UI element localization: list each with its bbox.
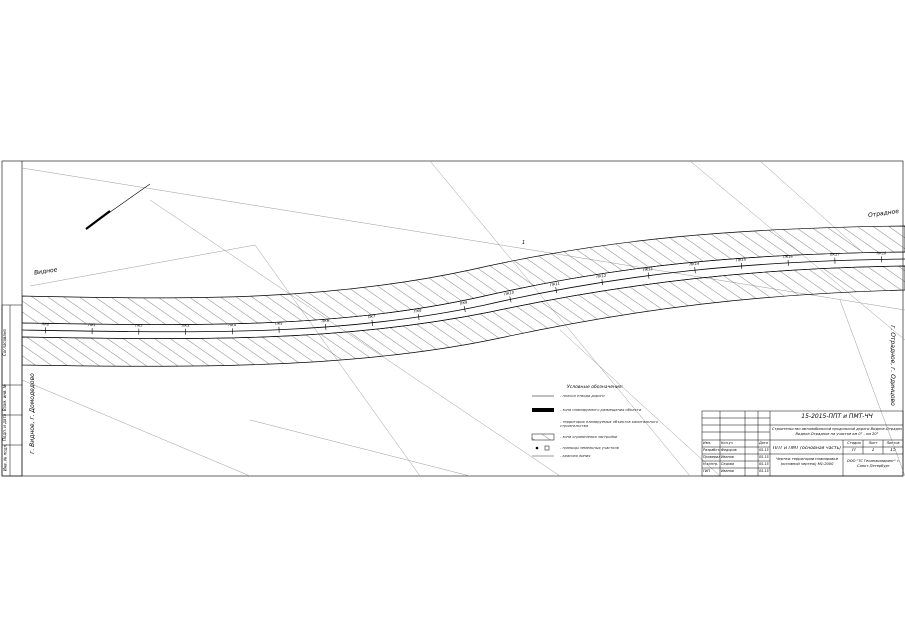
picket-tick xyxy=(555,287,558,294)
legend-item-4: - границы земельных участков xyxy=(560,446,619,450)
road-corridor xyxy=(22,225,905,367)
stamp-label-agreed: Согласовано xyxy=(1,329,7,356)
picket-label: ПК13 xyxy=(643,267,654,272)
signature-role: Изм. xyxy=(703,441,711,445)
picket-label: ПК4 xyxy=(228,323,236,327)
stage-value: П xyxy=(852,448,856,453)
signature-date: 05.15 xyxy=(759,469,769,473)
picket-label: ПК2 xyxy=(135,324,143,328)
picket-label: ПК9 xyxy=(459,300,468,305)
signature-name: Седова xyxy=(721,462,734,466)
picket-label: ПК14 xyxy=(689,262,700,267)
signature-name: Федоров xyxy=(721,448,737,452)
picket-label: ПК6 xyxy=(321,319,330,324)
legend-item-3: - зона ограничения застройки xyxy=(560,435,618,439)
signature-name: Иванов xyxy=(721,469,734,473)
part-title: ППТ и ПМТ (основная часть) xyxy=(772,446,842,451)
road-edge-upper xyxy=(22,251,905,325)
sheet-title: Чертеж территории планировки (основной ч… xyxy=(776,457,838,466)
sheet-header: Лист xyxy=(868,441,878,445)
picket-tick xyxy=(371,319,373,326)
signature-role: Проверил xyxy=(703,455,720,459)
company: ООО "ТС Геоинжиниринг" г. Санкт-Петербур… xyxy=(846,459,901,468)
signature-date: 05.15 xyxy=(759,448,769,452)
left-vertical-label: г. Видное, г. Домодедово xyxy=(28,373,36,454)
picket-label: ПК8 xyxy=(414,308,423,313)
stamp-label-sign: Подп. и дата xyxy=(2,413,8,442)
signature-role: ГИП xyxy=(703,469,710,473)
legend-item-5: - красная линия xyxy=(560,454,591,458)
signature-name: Иванов xyxy=(721,455,734,459)
picket-label: ПК5 xyxy=(275,322,283,326)
picket-label: ПК16 xyxy=(783,255,794,260)
picket-label: ПК15 xyxy=(736,258,747,263)
legend-item-1: - зона планируемого размещения объекта xyxy=(560,408,642,412)
picket-label: ПК12 xyxy=(596,273,607,279)
side-stamp xyxy=(1,304,23,477)
picket-label: ПК7 xyxy=(368,314,377,319)
picket-label: ПК3 xyxy=(182,324,190,328)
legend-item-2: - территория планируемых объектов капита… xyxy=(560,420,659,428)
picket-label: ПК11 xyxy=(550,281,560,287)
stage-header: Стадия xyxy=(847,441,861,445)
point-label: 1 xyxy=(522,240,526,246)
picket-label: ПК18 xyxy=(877,251,888,255)
signature-date: Дата xyxy=(759,441,768,445)
doc-code: 15-2015-ППТ и ПМТ-ЧЧ xyxy=(801,413,873,420)
picket-label: ПК10 xyxy=(504,290,515,296)
picket-tick xyxy=(417,313,420,320)
picket-tick xyxy=(463,306,466,313)
picket-tick xyxy=(694,267,696,274)
picket-label: ПК0 xyxy=(42,322,50,326)
signature-role: Разработал xyxy=(703,448,720,452)
picket-marks: ПК0 ПК1 ПК2 ПК3 ПК4 ПК5 ПК6 ПК7 ПК8 ПК9 ПК10 ПК11 ПК… xyxy=(42,251,888,335)
north-arrow-bar xyxy=(85,210,111,230)
sheets-header: Листов xyxy=(886,441,900,445)
signature-date: 05.15 xyxy=(759,455,769,459)
picket-label: ПК1 xyxy=(88,323,96,327)
legend-title: Условные обозначения: xyxy=(567,385,624,390)
sheet-value: 1 xyxy=(871,448,875,453)
picket-label: ПК17 xyxy=(830,252,841,256)
picket-tick xyxy=(647,272,650,279)
signature-date: 05.15 xyxy=(759,462,769,466)
road-axis xyxy=(22,258,905,333)
signature-role: Н.контр. xyxy=(703,462,719,466)
project-subtitle: Видное-Отрадное на участке км 0° - км 20… xyxy=(795,432,879,436)
title-block xyxy=(701,410,904,477)
stamp-label-inv: Инв. № подл. xyxy=(2,443,8,472)
picket-tick xyxy=(601,279,604,286)
stamp-label-replace: Взам. инв. № xyxy=(2,383,8,412)
legend-symbols xyxy=(531,395,555,457)
signature-name: Кол.уч xyxy=(721,441,733,445)
right-vertical-label: г. Отрадное, г. Одинцово xyxy=(888,325,896,406)
project-title: Строительство автомобильной продольной д… xyxy=(772,427,902,431)
sheets-value: 15 xyxy=(890,448,896,453)
road-edge-lower xyxy=(22,265,905,339)
picket-tick xyxy=(509,296,512,303)
legend-item-0: - полоса отвода дороги xyxy=(560,394,605,398)
